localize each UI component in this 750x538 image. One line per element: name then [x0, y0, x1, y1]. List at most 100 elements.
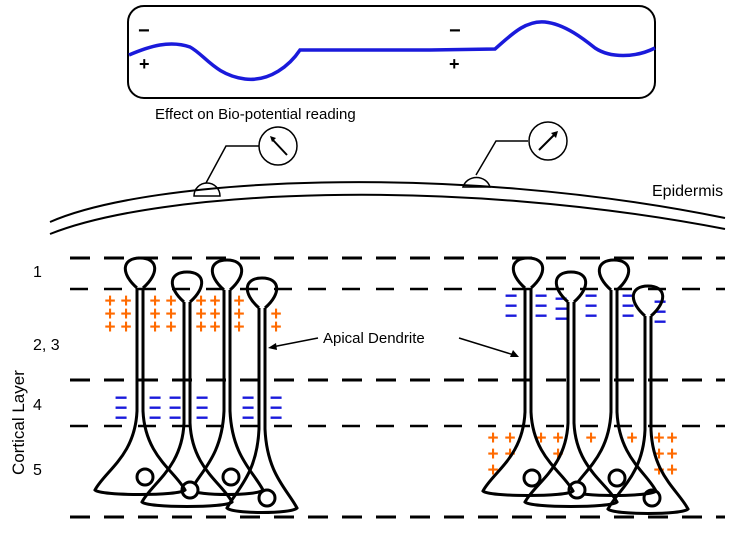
negative-charge: − — [242, 405, 255, 430]
positive-charge: + — [666, 460, 677, 481]
positive-charge: + — [149, 304, 160, 325]
negative-charge: − — [196, 405, 209, 430]
negative-charge: − — [115, 395, 128, 420]
negative-charge: − — [270, 405, 283, 430]
negative-charge: − — [535, 283, 548, 308]
positive-charge: + — [270, 317, 281, 338]
positive-charge: + — [120, 317, 131, 338]
negative-charge: − — [654, 299, 667, 324]
cortical-layer-axis-label: Cortical Layer — [9, 370, 28, 475]
layer-label-4: 4 — [33, 397, 42, 414]
polarity-minus-left: − — [138, 20, 150, 42]
negative-charge: − — [115, 405, 128, 430]
pyramidal-neuron — [140, 270, 234, 508]
polarity-plus-left: + — [139, 54, 150, 74]
layer-label-2-3: 2, 3 — [33, 337, 60, 354]
positive-charge: + — [104, 304, 115, 325]
positive-charge: + — [552, 428, 563, 449]
soma-nucleus — [607, 468, 627, 488]
positive-charge: + — [149, 317, 160, 338]
positive-charge: + — [585, 428, 596, 449]
positive-charge: + — [209, 304, 220, 325]
layer-label-5: 5 — [33, 462, 42, 479]
negative-charge: − — [622, 283, 635, 308]
negative-charge: − — [585, 303, 598, 328]
negative-charge: − — [622, 293, 635, 318]
positive-charge: + — [666, 428, 677, 449]
positive-charge: + — [487, 460, 498, 481]
negative-charge: − — [115, 385, 128, 410]
positive-charge: + — [104, 317, 115, 338]
epidermis-label: Epidermis — [652, 183, 723, 200]
negative-charge: − — [149, 385, 162, 410]
negative-charge: − — [196, 385, 209, 410]
positive-charge: + — [120, 304, 131, 325]
positive-charge: + — [120, 291, 131, 312]
positive-charge: + — [209, 317, 220, 338]
pyramidal-neurons — [93, 256, 690, 515]
negative-charge: − — [535, 293, 548, 318]
negative-charge: − — [270, 395, 283, 420]
pyramidal-neuron — [225, 276, 299, 514]
negative-charge: − — [242, 385, 255, 410]
layer-label-1: 1 — [33, 264, 42, 281]
meter-dial-icon — [528, 121, 568, 161]
negative-charge: − — [555, 306, 568, 331]
left-meter — [193, 126, 298, 197]
positive-charge: + — [653, 460, 664, 481]
soma-nucleus — [135, 467, 155, 487]
negative-charge: − — [149, 395, 162, 420]
negative-charge: − — [585, 283, 598, 308]
negative-charge: − — [585, 293, 598, 318]
positive-charge: + — [104, 291, 115, 312]
positive-charge: + — [233, 291, 244, 312]
signal-trace — [128, 20, 656, 82]
charges: +++++++++++++++++++++++−−−−−−−−−−−−−−−−−… — [104, 283, 677, 481]
negative-charge: − — [242, 395, 255, 420]
positive-charge: + — [195, 317, 206, 338]
negative-charge: − — [169, 385, 182, 410]
positive-charge: + — [165, 317, 176, 338]
positive-charge: + — [195, 304, 206, 325]
positive-charge: + — [626, 428, 637, 449]
positive-charge: + — [165, 304, 176, 325]
negative-charge: − — [270, 385, 283, 410]
soma-nucleus — [522, 468, 542, 488]
right-meter — [461, 121, 568, 188]
soma-nucleus — [257, 488, 277, 508]
negative-charge: − — [196, 395, 209, 420]
apical-dendrite-label: Apical Dendrite — [323, 330, 425, 347]
signal-box — [127, 5, 656, 99]
positive-charge: + — [666, 444, 677, 465]
positive-charge: + — [504, 428, 515, 449]
negative-charge: − — [505, 283, 518, 308]
caption: Effect on Bio-potential reading — [155, 106, 356, 123]
positive-charge: + — [165, 291, 176, 312]
positive-charge: + — [653, 428, 664, 449]
positive-charge: + — [487, 428, 498, 449]
negative-charge: − — [622, 303, 635, 328]
negative-charge: − — [169, 405, 182, 430]
positive-charge: + — [233, 304, 244, 325]
polarity-plus-right: + — [449, 54, 460, 74]
soma-nucleus — [221, 467, 241, 487]
annotation-arrows — [268, 337, 519, 357]
negative-charge: − — [169, 395, 182, 420]
positive-charge: + — [209, 291, 220, 312]
negative-charge: − — [654, 309, 667, 334]
negative-charge: − — [555, 296, 568, 321]
positive-charge: + — [270, 304, 281, 325]
positive-charge: + — [552, 444, 563, 465]
polarity-minus-right: − — [449, 20, 461, 42]
positive-charge: + — [535, 428, 546, 449]
negative-charge: − — [535, 303, 548, 328]
positive-charge: + — [195, 291, 206, 312]
pyramidal-neuron — [481, 256, 575, 497]
negative-charge: − — [505, 293, 518, 318]
soma-nucleus — [567, 480, 587, 500]
negative-charge: − — [505, 303, 518, 328]
meter-dial-icon — [258, 126, 298, 166]
pyramidal-neuron — [93, 256, 187, 496]
positive-charge: + — [653, 444, 664, 465]
